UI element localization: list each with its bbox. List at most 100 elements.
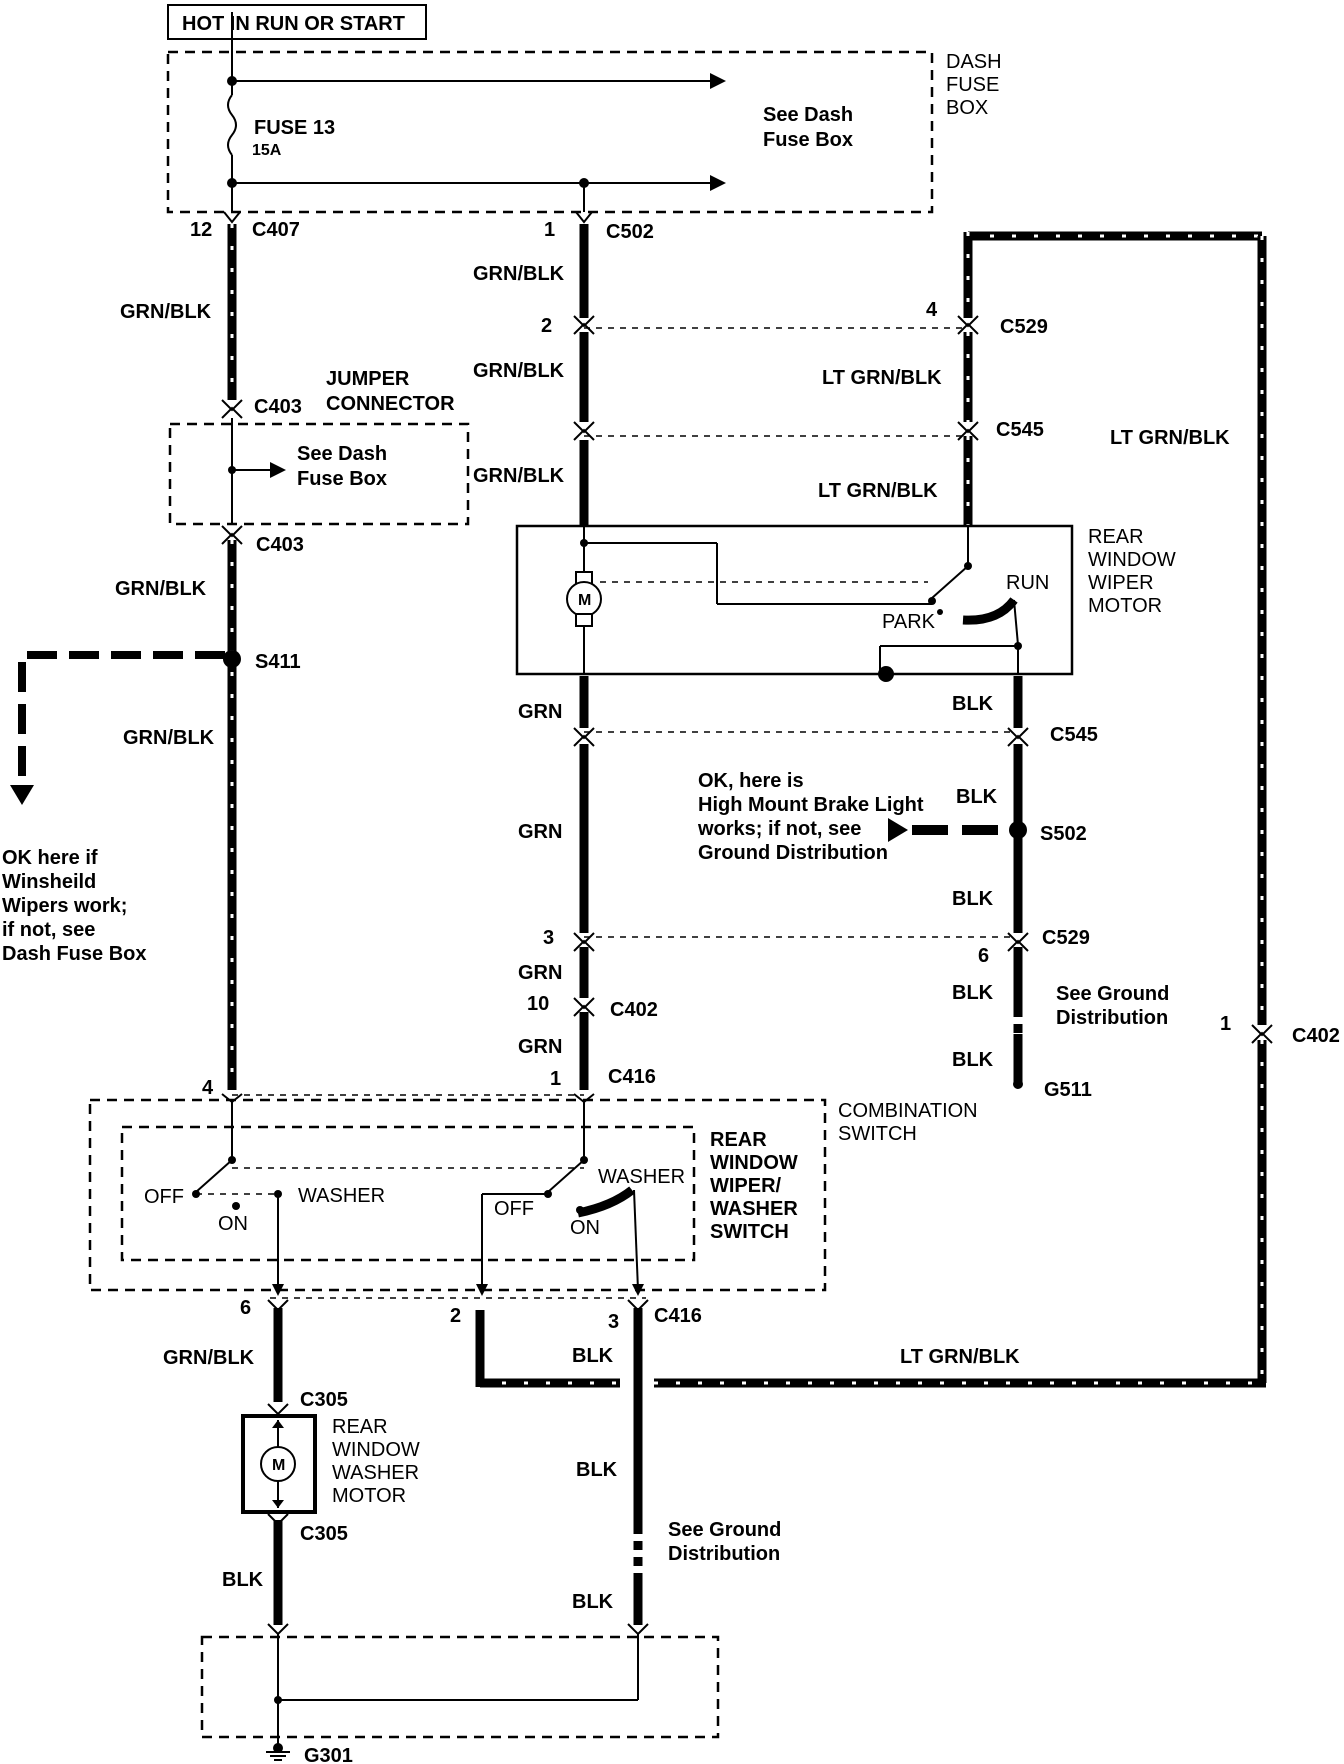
wiper-switch-title-3: WIPER/ bbox=[710, 1175, 782, 1197]
brake-note-4: Ground Distribution bbox=[698, 842, 888, 864]
winshield-note-3: Wipers work; bbox=[2, 895, 127, 917]
dash-fuse-box: DASH FUSE BOX FUSE 13 15A See Dash Fuse … bbox=[166, 12, 1002, 214]
wire-blk-7: BLK bbox=[572, 1345, 614, 1367]
c402-pin: 10 bbox=[527, 993, 549, 1015]
wire-blk-9: BLK bbox=[572, 1591, 614, 1613]
dash-fuse-see-2: Fuse Box bbox=[763, 129, 853, 151]
wire-grn-blk-2: GRN/BLK bbox=[115, 578, 207, 600]
wire-lt-grn-blk-3: LT GRN/BLK bbox=[1110, 427, 1230, 449]
middle-circuit: 1 C502 GRN/BLK 2 GRN/BLK GRN/BLK GRN GRN… bbox=[232, 211, 1016, 1104]
fuse-13-symbol bbox=[227, 94, 237, 156]
wiper-motor-title-1: REAR bbox=[1088, 526, 1144, 548]
lt-grn-blk-circuit: 4 C529 LT GRN/BLK C545 LT GRN/BLK LT GRN… bbox=[475, 231, 1340, 1388]
c529-bot-pin-left: 3 bbox=[543, 927, 554, 949]
wire-blk-4: BLK bbox=[952, 982, 994, 1004]
wire-blk-1: BLK bbox=[952, 693, 994, 715]
g511-label: G511 bbox=[1044, 1079, 1092, 1101]
c416-pin-2: 2 bbox=[450, 1305, 461, 1327]
wire-grn-blk-6: GRN/BLK bbox=[473, 465, 565, 487]
s411-label: S411 bbox=[255, 651, 301, 673]
c407-pin: 12 bbox=[190, 219, 212, 241]
c545-top-label: C545 bbox=[996, 419, 1044, 441]
wire-blk-2: BLK bbox=[956, 786, 998, 808]
washer-motor-symbol: M bbox=[272, 1457, 285, 1474]
wiper-motor-symbol: M bbox=[578, 592, 591, 609]
blk-circuit-right: BLK C545 BLK S502 OK, here is High Mount… bbox=[697, 676, 1169, 1101]
wiper-switch-title-1: REAR bbox=[710, 1129, 767, 1151]
wiper-motor-title-3: WIPER bbox=[1088, 572, 1154, 594]
c529-bot-label: C529 bbox=[1042, 927, 1090, 949]
wire-grn-3: GRN bbox=[518, 962, 562, 984]
fuse-label: FUSE 13 bbox=[254, 117, 335, 139]
switch-on-right: ON bbox=[570, 1217, 600, 1239]
power-source-text: HOT IN RUN OR START bbox=[182, 13, 405, 35]
combination-switch: COMBINATION SWITCH REAR WINDOW WIPER/ WA… bbox=[88, 1098, 978, 1333]
wire-lt-grn-blk-4: LT GRN/BLK bbox=[900, 1346, 1020, 1368]
c416-top-label: C416 bbox=[608, 1066, 656, 1088]
wire-grn-blk-7: GRN/BLK bbox=[163, 1347, 255, 1369]
wiper-park-label: PARK bbox=[882, 611, 936, 633]
c305-top-label: C305 bbox=[300, 1389, 348, 1411]
c416-pin-6: 6 bbox=[240, 1297, 251, 1319]
switch-off-left: OFF bbox=[144, 1186, 184, 1208]
brake-note-1: OK, here is bbox=[698, 770, 804, 792]
washer-motor-title-4: MOTOR bbox=[332, 1485, 406, 1507]
c416-pin-1: 1 bbox=[550, 1068, 561, 1090]
c402-right-label: C402 bbox=[1292, 1025, 1340, 1047]
c402-right-pin: 1 bbox=[1220, 1013, 1231, 1035]
wire-lt-grn-blk-2: LT GRN/BLK bbox=[818, 480, 938, 502]
wiper-run-label: RUN bbox=[1006, 572, 1049, 594]
c305-bot-label: C305 bbox=[300, 1523, 348, 1545]
ground-dist-1-line1: See Ground bbox=[1056, 983, 1169, 1005]
c529-top-pin-left: 2 bbox=[541, 315, 552, 337]
ground-dist-2-line1: See Ground bbox=[668, 1519, 781, 1541]
wire-blk-6: BLK bbox=[222, 1569, 264, 1591]
combination-switch-title-2: SWITCH bbox=[838, 1123, 917, 1145]
c416-bot-label: C416 bbox=[654, 1305, 702, 1327]
jumper-see-2: Fuse Box bbox=[297, 468, 387, 490]
winshield-note-2: Winsheild bbox=[2, 871, 96, 893]
c529-bot-pin-right: 6 bbox=[978, 945, 989, 967]
wire-grn-blk-5: GRN/BLK bbox=[473, 360, 565, 382]
dash-fuse-box-title-3: BOX bbox=[946, 97, 988, 119]
splice-s411 bbox=[223, 650, 241, 668]
wire-blk-8: BLK bbox=[576, 1459, 618, 1481]
wiper-switch-title-2: WINDOW bbox=[710, 1152, 798, 1174]
combination-switch-title-1: COMBINATION bbox=[838, 1100, 978, 1122]
washer-motor-title-1: REAR bbox=[332, 1416, 388, 1438]
dash-fuse-see-1: See Dash bbox=[763, 104, 853, 126]
switch-on-left: ON bbox=[218, 1213, 248, 1235]
wire-grn-1: GRN bbox=[518, 701, 562, 723]
ground-dist-2-line2: Distribution bbox=[668, 1543, 780, 1565]
ground-box: G301 bbox=[200, 1634, 720, 1764]
washer-motor-circuit: GRN/BLK C305 M REAR WINDOW WASHER MOTOR … bbox=[163, 1299, 420, 1636]
winshield-note-5: Dash Fuse Box bbox=[2, 943, 146, 965]
dash-fuse-box-title-1: DASH bbox=[946, 51, 1002, 73]
jumper-title-2: CONNECTOR bbox=[326, 393, 455, 415]
wiper-motor-title-2: WINDOW bbox=[1088, 549, 1176, 571]
g301-label: G301 bbox=[304, 1745, 353, 1764]
ground-dist-1-line2: Distribution bbox=[1056, 1007, 1168, 1029]
c502-pin: 1 bbox=[544, 219, 555, 241]
c402-label: C402 bbox=[610, 999, 658, 1021]
wire-blk-3: BLK bbox=[952, 888, 994, 910]
c403-bot-label: C403 bbox=[256, 534, 304, 556]
left-grn-blk-circuit: 12 C407 GRN/BLK C403 JUMPER CONNECTOR Se… bbox=[2, 211, 470, 1104]
s502-label: S502 bbox=[1040, 823, 1087, 845]
fuse-rating: 15A bbox=[252, 142, 282, 159]
switch-washer-left: WASHER bbox=[298, 1185, 385, 1207]
c502-label: C502 bbox=[606, 221, 654, 243]
washer-motor-title-2: WINDOW bbox=[332, 1439, 420, 1461]
winshield-note-1: OK here if bbox=[2, 847, 98, 869]
c529-top-pin-right: 4 bbox=[926, 299, 938, 321]
c416-pin-4: 4 bbox=[202, 1077, 214, 1099]
brake-note-3: works; if not, see bbox=[697, 818, 861, 840]
wire-grn-blk-4: GRN/BLK bbox=[473, 263, 565, 285]
wire-grn-2: GRN bbox=[518, 821, 562, 843]
wire-blk-5: BLK bbox=[952, 1049, 994, 1071]
wiper-switch-title-4: WASHER bbox=[710, 1198, 798, 1220]
brake-note-2: High Mount Brake Light bbox=[698, 794, 924, 816]
rear-wiper-motor: REAR WINDOW WIPER MOTOR M RUN PARK bbox=[515, 524, 1176, 682]
c403-top-label: C403 bbox=[254, 396, 302, 418]
dash-fuse-box-title-2: FUSE bbox=[946, 74, 999, 96]
